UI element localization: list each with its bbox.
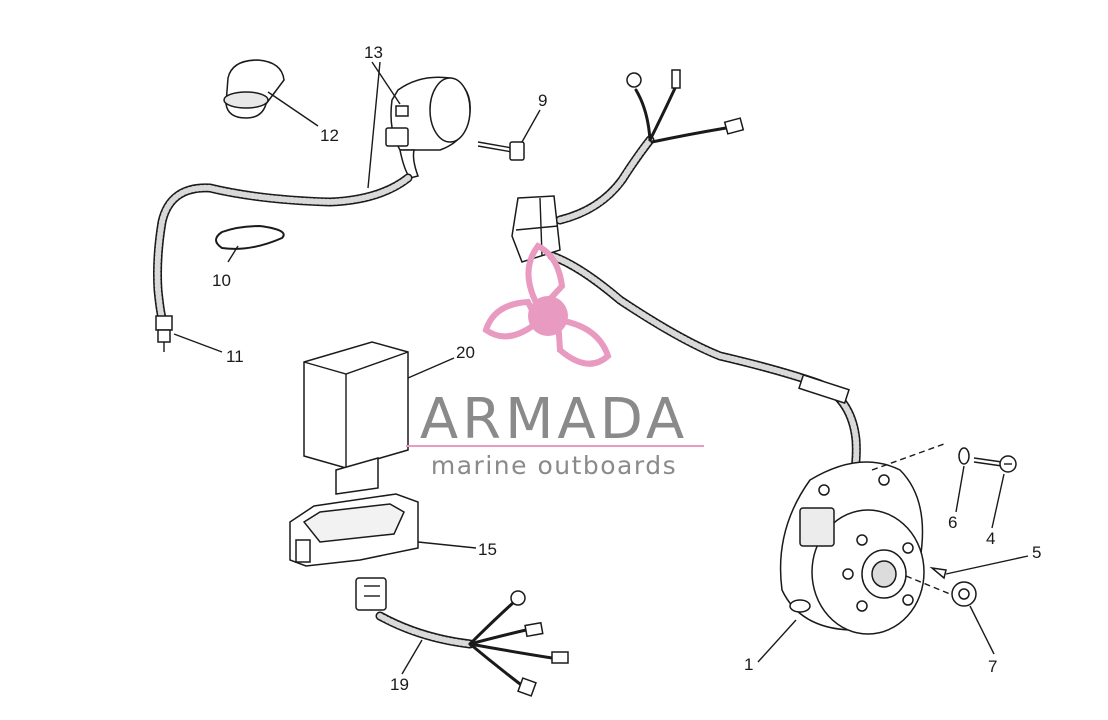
callout-19: 19 [390, 675, 409, 694]
screw-9 [477, 141, 525, 161]
callout-10: 10 [212, 271, 231, 290]
callout-20: 20 [456, 343, 475, 362]
callout-15: 15 [478, 540, 497, 559]
ht-lead [153, 173, 413, 352]
cdi-bracket [289, 493, 419, 567]
callout-7: 7 [988, 657, 997, 676]
woodruff-key [929, 566, 947, 580]
leader-lines [173, 61, 1029, 675]
stator-harness [511, 69, 861, 501]
flywheel-nut [951, 581, 977, 607]
washer-5 [958, 447, 970, 465]
callout-labels: 13 12 9 10 11 20 15 19 1 6 4 5 7 [212, 43, 1041, 694]
propeller-logo [482, 242, 612, 367]
callout-4: 4 [986, 529, 995, 548]
callout-6: 5 [1032, 543, 1041, 562]
spark-plug-cap [223, 59, 285, 119]
brand-name: ARMADA [420, 387, 688, 452]
brand-tagline: marine outboards [431, 451, 677, 480]
wire-clip [215, 225, 285, 250]
screw-4 [973, 455, 1017, 473]
callout-9: 9 [538, 91, 547, 110]
callout-11: 11 [226, 347, 244, 366]
callout-5: 6 [948, 513, 957, 532]
callout-13: 13 [364, 43, 383, 62]
callout-12: 12 [320, 126, 339, 145]
stator-assembly [779, 443, 951, 635]
ignition-coil [385, 76, 471, 179]
cdi-harness [355, 577, 569, 697]
cdi-unit [303, 341, 409, 495]
callout-1: 1 [744, 655, 753, 674]
armada-watermark: ARMADA marine outboards [406, 242, 704, 480]
